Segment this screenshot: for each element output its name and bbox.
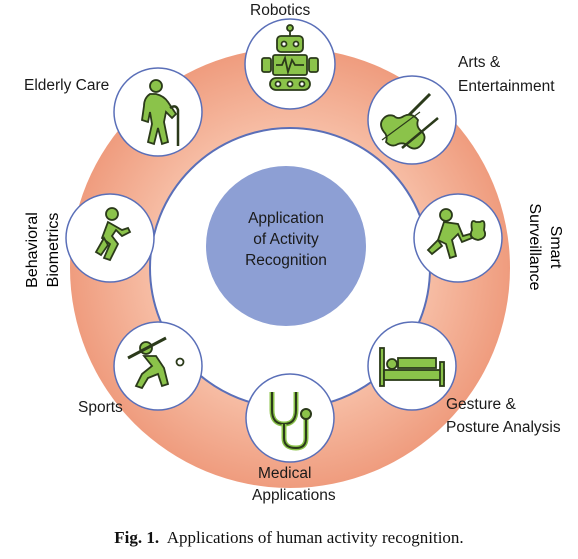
smart-node: [413, 193, 503, 283]
center-line-1: Application: [248, 210, 324, 227]
robotics-node: [244, 18, 336, 110]
stethoscope-icon: [269, 392, 312, 451]
caption-label: Fig. 1.: [114, 528, 160, 547]
label-smart-1: Smart: [547, 225, 564, 269]
thief-icon: [426, 208, 487, 260]
medical-node: [245, 373, 335, 463]
figure-caption: Fig. 1. Applications of human activity r…: [0, 528, 578, 548]
label-gesture-2: Posture Analysis: [446, 419, 561, 436]
robot-icon: [261, 24, 319, 91]
elderly-node: [113, 67, 203, 157]
gesture-node: [367, 321, 457, 411]
label-medical-2: Applications: [252, 487, 336, 504]
label-behavioral-1: Behavioral: [24, 212, 41, 288]
label-behavioral: Behavioral Biometrics: [22, 200, 66, 300]
arts-node: [367, 75, 457, 165]
center-circle: [206, 166, 366, 326]
label-smart-2: Surveillance: [526, 203, 543, 291]
label-sports: Sports: [78, 399, 123, 416]
sports-node: [113, 321, 203, 411]
center-line-2: of Activity: [253, 231, 319, 248]
label-behavioral-2: Biometrics: [45, 212, 62, 288]
baseball-icon: [127, 336, 185, 390]
label-arts-2: Entertainment: [458, 78, 555, 95]
activity-diagram: [65, 18, 510, 488]
caption-text: Applications of human activity recogniti…: [166, 528, 464, 547]
label-medical-1: Medical: [258, 465, 312, 482]
label-smart: Smart Surveillance: [522, 197, 566, 297]
label-arts-1: Arts &: [458, 54, 501, 71]
label-elderly: Elderly Care: [24, 77, 110, 94]
bed-icon: [379, 347, 445, 387]
violin-icon: [380, 92, 439, 150]
behavioral-node: [65, 193, 155, 283]
walking-icon: [94, 207, 132, 262]
center-line-3: Recognition: [245, 252, 327, 269]
label-robotics: Robotics: [250, 2, 311, 19]
elderly-icon: [141, 79, 180, 146]
center-label: Application of Activity Recognition: [214, 208, 358, 271]
label-gesture-1: Gesture &: [446, 396, 516, 413]
